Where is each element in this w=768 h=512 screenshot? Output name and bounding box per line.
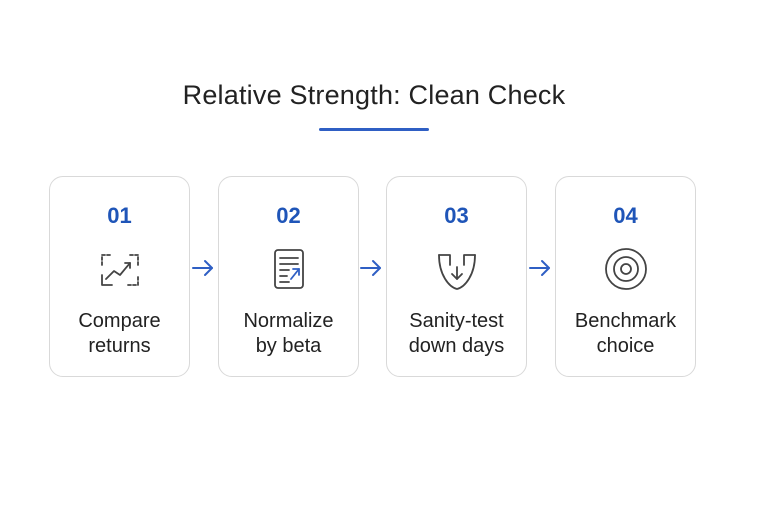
step-label-line: Sanity-test xyxy=(409,310,504,332)
arrow-right-icon xyxy=(359,258,383,278)
trend-chart-icon xyxy=(96,245,144,293)
step-label-line: down days xyxy=(408,335,505,357)
step-label-line: Normalize xyxy=(243,310,334,332)
target-icon xyxy=(602,245,650,293)
step-label-line: returns xyxy=(88,335,151,357)
step-label-line: choice xyxy=(596,335,655,357)
step-number: 02 xyxy=(276,203,301,228)
title-underline xyxy=(319,128,429,131)
step-card-2: 02 Normalize by beta xyxy=(218,176,359,377)
document-edit-icon xyxy=(265,245,313,293)
step-card-4: 04 Benchmark choice xyxy=(555,176,696,377)
step-label: Compare returns xyxy=(54,309,185,359)
shield-down-arrow-icon xyxy=(433,245,481,293)
arrow-right-icon xyxy=(191,258,215,278)
arrow-right-icon xyxy=(528,258,552,278)
step-label: Normalize by beta xyxy=(223,309,354,359)
step-label-line: by beta xyxy=(255,335,322,357)
step-number: 03 xyxy=(444,203,469,228)
step-number: 01 xyxy=(107,203,132,228)
page-title: Relative Strength: Clean Check xyxy=(182,80,566,110)
step-label: Benchmark choice xyxy=(560,309,691,359)
step-card-3: 03 Sanity-test down days xyxy=(386,176,527,377)
step-card-1: 01 Compare returns xyxy=(49,176,190,377)
step-number: 04 xyxy=(613,203,638,228)
step-label-line: Benchmark xyxy=(574,310,677,332)
step-label-line: Compare xyxy=(78,310,161,332)
step-label: Sanity-test down days xyxy=(391,309,522,359)
